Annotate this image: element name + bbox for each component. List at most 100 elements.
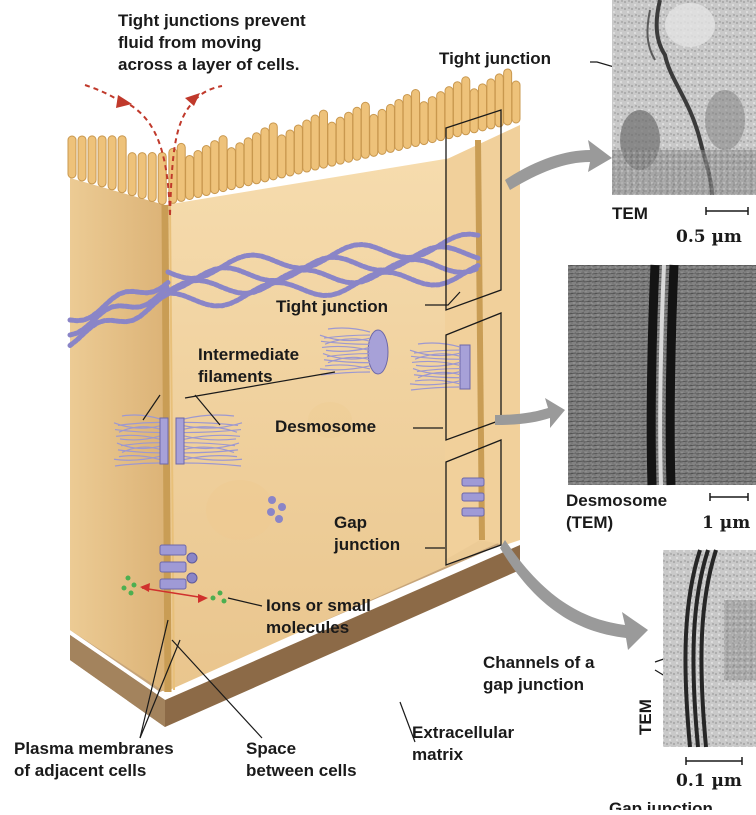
intermediate-filament — [324, 364, 371, 370]
microvillus — [77, 135, 87, 182]
microvillus — [277, 134, 287, 179]
intermediate-filament — [113, 455, 161, 461]
intermediate-filament — [327, 327, 371, 333]
microvillus — [478, 83, 488, 132]
caption-tight-junctions: Tight junctions prevent fluid from movin… — [118, 11, 306, 74]
label-space-between-cells: Space between cells — [246, 739, 357, 780]
intermediate-filament — [321, 345, 371, 352]
microvillus — [494, 73, 504, 128]
intermediate-filament — [327, 356, 371, 364]
micrograph-tight-junction — [612, 0, 756, 196]
microvillus — [402, 93, 412, 149]
gap-junction-channels — [159, 477, 485, 590]
intermediate-filament — [320, 371, 371, 376]
intermediate-filament — [121, 414, 161, 420]
fluid-flow-arrows — [84, 84, 223, 216]
microvillus — [369, 113, 379, 157]
intermediate-filament — [183, 434, 241, 440]
label-tight-junction-top: Tight junction — [439, 49, 552, 68]
intermediate-filament — [319, 334, 371, 342]
tight-junction-strands — [67, 231, 481, 348]
microvillus — [260, 127, 270, 183]
microvillus — [252, 132, 262, 185]
intermediate-filament — [411, 360, 461, 367]
intermediate-filament — [118, 455, 161, 461]
desmosome-right — [409, 342, 471, 391]
microvillus — [427, 96, 437, 144]
microvillus — [285, 129, 295, 177]
intermediate-filament — [183, 455, 238, 461]
microvillus — [335, 116, 345, 165]
label-intermediate-filaments: Intermediate filaments — [198, 345, 300, 386]
microvillus — [503, 68, 513, 126]
intermediate-filament — [117, 449, 161, 454]
microvillus — [147, 152, 157, 203]
intermediate-filament — [413, 374, 461, 379]
desmosome-tem-label: Desmosome (TEM) — [566, 491, 668, 532]
microvillus — [344, 111, 354, 163]
tight-junction-strand — [165, 256, 481, 296]
scale-bar-gap — [685, 757, 743, 765]
microvillus — [360, 101, 370, 159]
intermediate-filament — [183, 435, 237, 441]
microvillus — [319, 109, 329, 169]
desmosome-center — [319, 327, 389, 376]
scale-text-tight: 0.5 µm — [676, 227, 742, 247]
intermediate-filament — [323, 359, 371, 364]
microvillus — [117, 135, 127, 194]
microvillus — [469, 88, 479, 134]
ions-small-molecules — [121, 575, 227, 604]
pointer-arrows — [495, 140, 648, 650]
microvillus — [310, 114, 320, 171]
tem-label-tight: TEM — [612, 204, 648, 223]
microvillus — [137, 152, 147, 200]
microvillus — [293, 124, 303, 175]
microvillus — [127, 152, 137, 197]
microvillus — [411, 89, 421, 148]
microvillus — [97, 135, 107, 188]
microvilli — [67, 68, 521, 205]
microvillus — [218, 135, 228, 193]
tight-junction-strand — [67, 291, 171, 348]
label-tight-junction-mid: Tight junction — [276, 297, 389, 316]
desmosome-left — [113, 414, 243, 467]
tight-junction-strand — [67, 284, 171, 338]
intermediate-filament — [319, 365, 371, 371]
intermediate-filament — [116, 442, 161, 450]
intermediate-filament — [409, 380, 461, 386]
intermediate-filament — [410, 355, 461, 360]
intermediate-filament — [113, 422, 161, 429]
intermediate-filament — [114, 462, 161, 467]
intermediate-filament — [415, 361, 461, 367]
intermediate-filament — [183, 414, 235, 420]
label-extracellular-matrix: Extracellular matrix — [412, 723, 515, 764]
microvillus — [268, 122, 278, 181]
intermediate-filament — [183, 422, 243, 429]
intermediate-filament — [412, 368, 461, 375]
scale-text-desmosome: 1 µm — [702, 513, 751, 533]
epithelial-cell-block — [70, 125, 520, 693]
intermediate-filament — [414, 379, 461, 385]
microvillus — [210, 140, 220, 195]
intermediate-filament — [409, 349, 461, 357]
microvillus — [67, 135, 77, 179]
intermediate-filament — [115, 434, 161, 440]
microvillus — [107, 135, 117, 191]
intermediate-filament — [183, 449, 239, 454]
intermediate-filament — [320, 340, 371, 345]
intermediate-filament — [417, 371, 461, 379]
intermediate-filament — [183, 442, 240, 450]
microvillus — [176, 142, 186, 202]
intermediate-filament — [183, 428, 242, 434]
microvillus — [302, 119, 312, 173]
tight-junction-strand — [165, 263, 481, 309]
label-plasma-membranes: Plasma membranes of adjacent cells — [14, 739, 174, 780]
microvillus — [226, 147, 236, 191]
intermediate-filament — [325, 346, 371, 352]
label-gap-junction: Gap junction — [334, 513, 401, 554]
scale-bar-tight — [705, 207, 749, 215]
intermediate-filament — [183, 462, 242, 467]
micrograph-gap-junction — [663, 549, 756, 748]
